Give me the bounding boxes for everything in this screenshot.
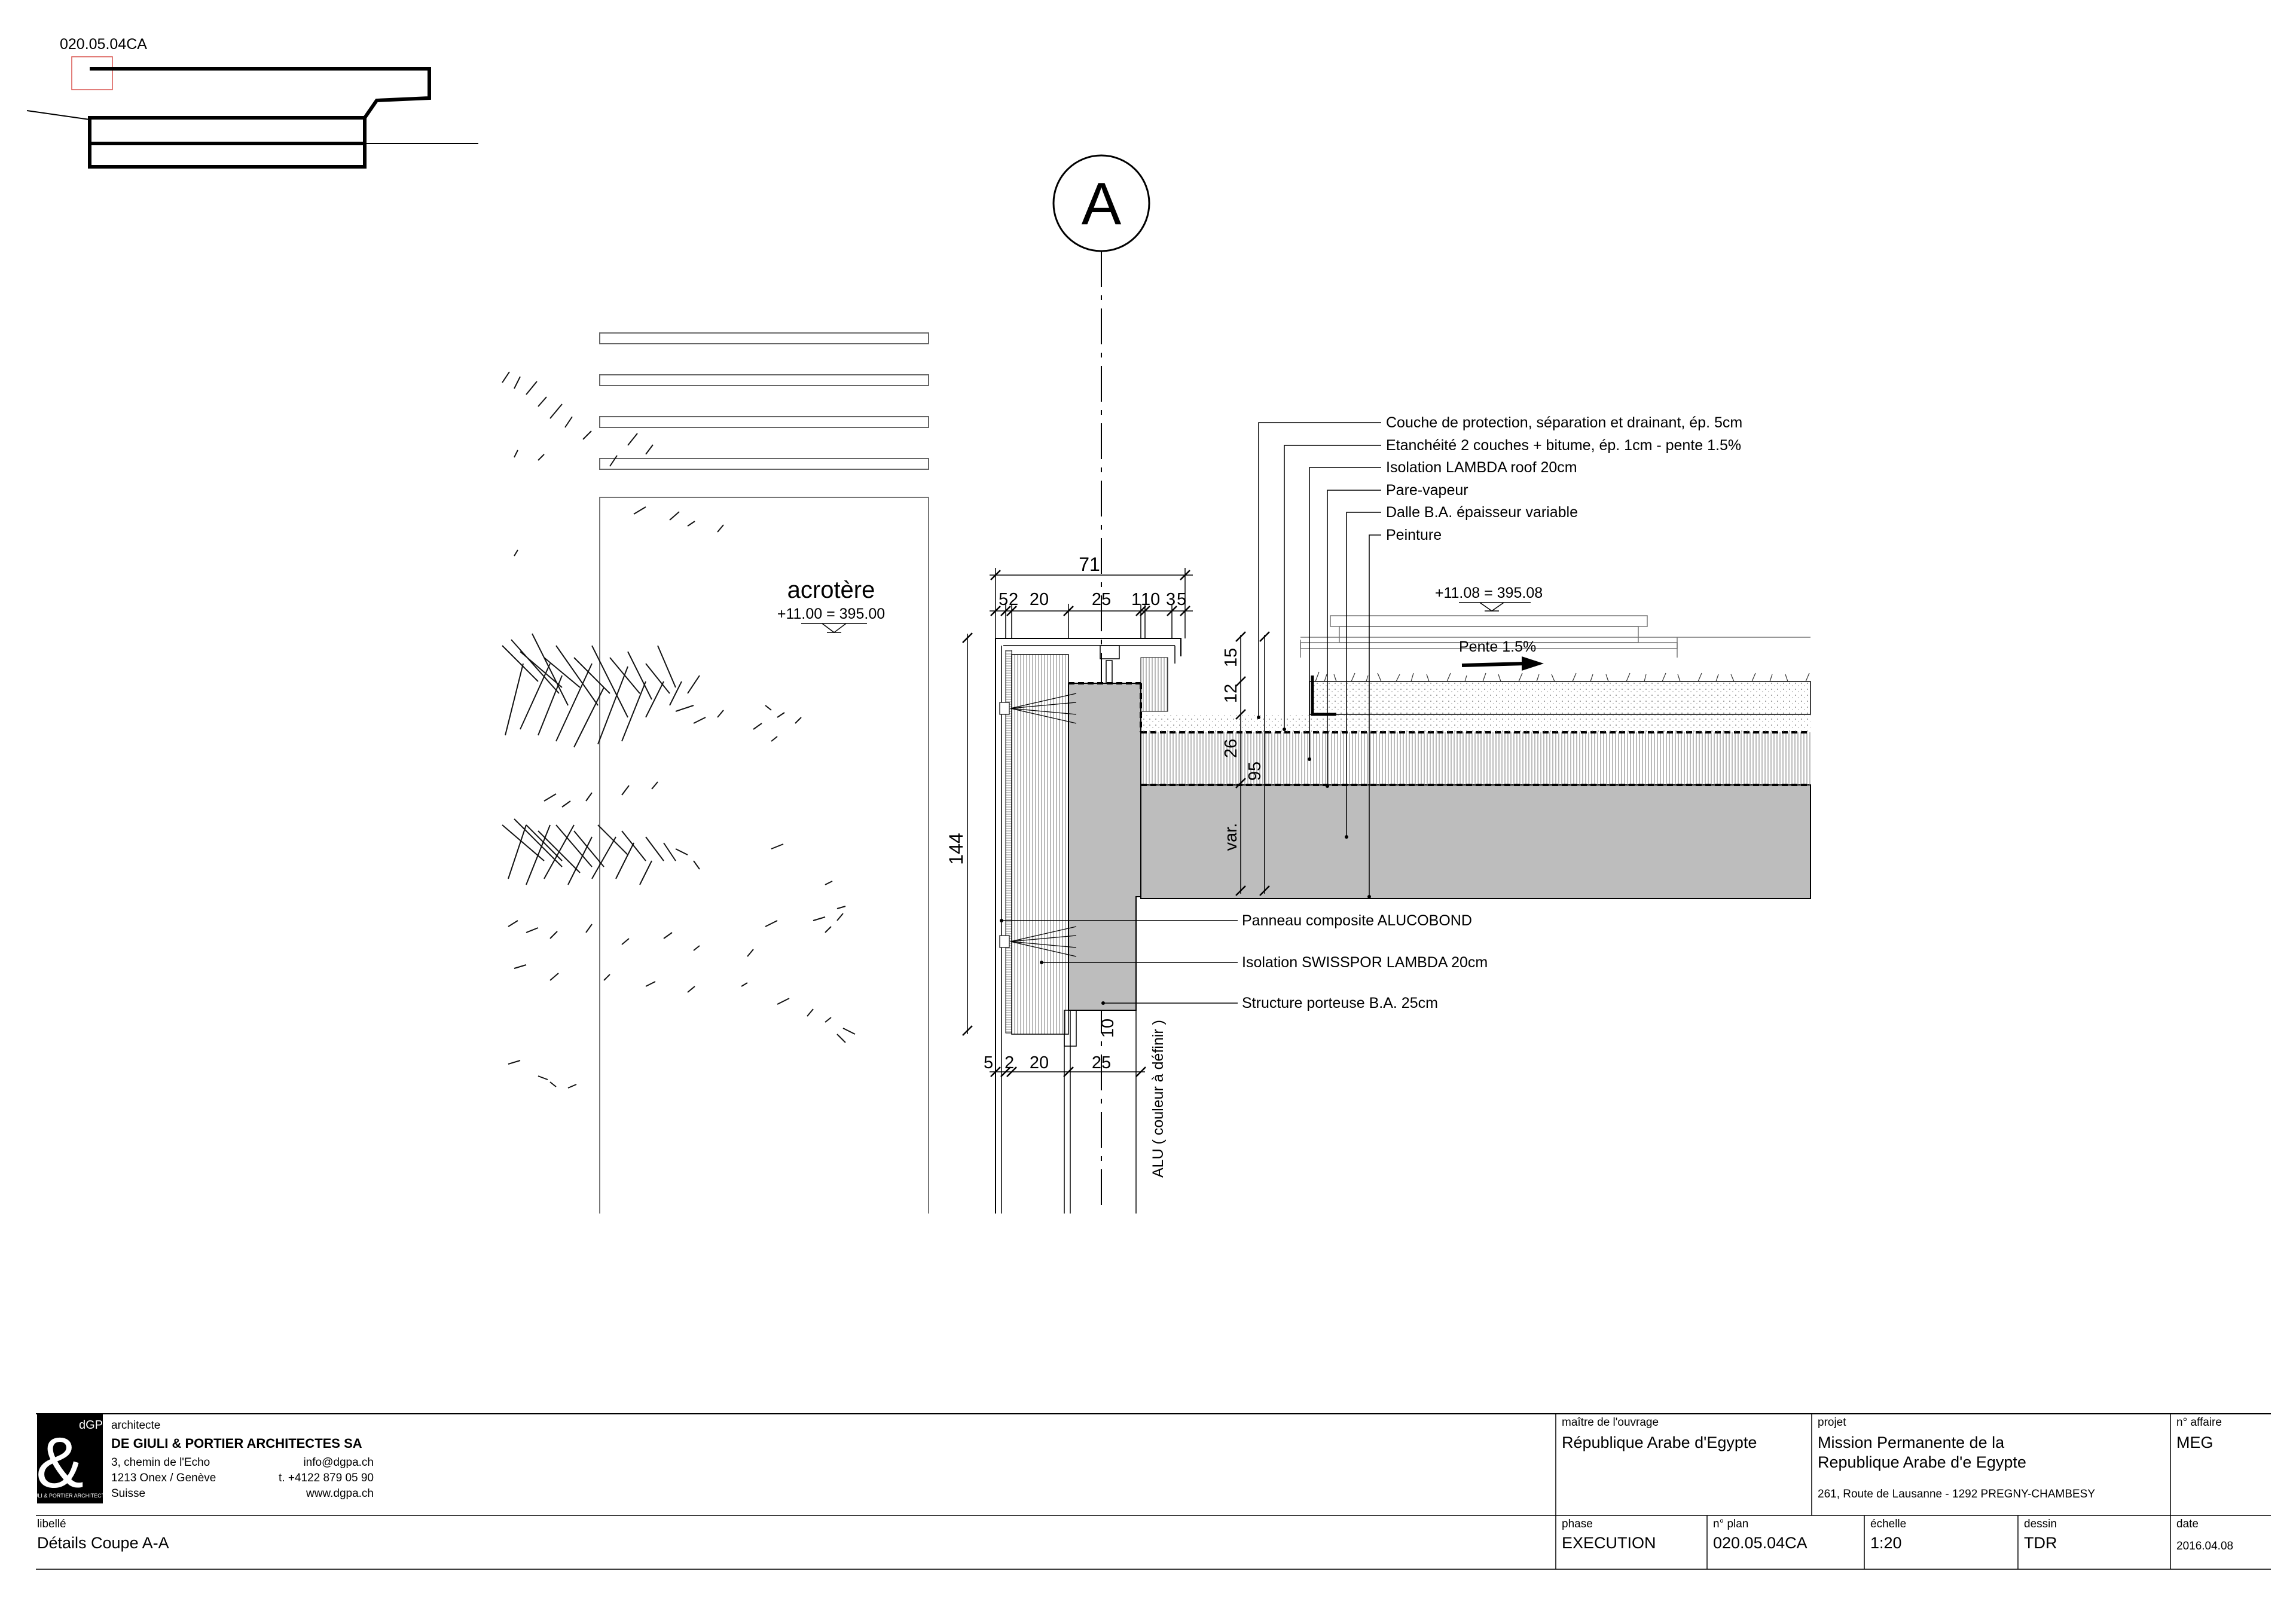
contact-phone: t. +4122 879 05 90 <box>279 1472 374 1484</box>
project-line-2: Republique Arabe d'e Egypte <box>1818 1453 2026 1471</box>
dim-bottom-3: 20 <box>1030 1053 1049 1072</box>
wall-label-2: Isolation SWISSPOR LAMBDA 20cm <box>1242 954 1488 971</box>
wall-section <box>995 638 1181 1214</box>
contact-email: info@dgpa.ch <box>303 1456 374 1469</box>
drawn-value: TDR <box>2024 1534 2057 1552</box>
layer-label-4: Pare-vapeur <box>1386 482 1468 499</box>
facade-elevation <box>502 332 929 1214</box>
layer-label-5: Dalle B.A. épaisseur variable <box>1386 504 1578 521</box>
tree-sketch <box>502 371 856 1089</box>
layer-leader-dots <box>1257 716 1371 898</box>
scale-value: 1:20 <box>1870 1534 1902 1552</box>
coping-bracket <box>1100 645 1120 659</box>
slope-arrow-icon <box>1461 656 1544 671</box>
scale-label: échelle <box>1870 1518 1906 1530</box>
date-label: date <box>2176 1518 2199 1530</box>
date-value: 2016.04.08 <box>2176 1540 2233 1552</box>
phase-value: EXECUTION <box>1562 1534 1656 1552</box>
drawn-label: dessin <box>2024 1518 2057 1530</box>
key-plan-marker <box>71 56 113 90</box>
upstand-flashing <box>1311 676 1336 716</box>
dim-12: 12 <box>1222 684 1241 703</box>
logo-footer: DE GIULI & PORTIER ARCHITECTES SA <box>19 1493 120 1499</box>
roof-slab <box>1140 784 1811 899</box>
phase-label: phase <box>1562 1518 1593 1530</box>
layer-label-1: Couche de protection, séparation et drai… <box>1386 414 1742 431</box>
slope-label: Pente 1.5% <box>1459 638 1536 655</box>
dim-height: 144 <box>945 833 967 864</box>
logo-glyph: & <box>36 1423 84 1503</box>
libelle-value: Détails Coupe A-A <box>37 1534 169 1552</box>
wall-label-1: Panneau composite ALUCOBOND <box>1242 912 1472 929</box>
roof-level: +11.08 = 395.08 <box>1435 585 1543 601</box>
acrotere-label: acrotère <box>787 577 875 603</box>
dimension-texts: 71 5 2 20 25 1 10 3 5 5 2 20 25 144 15 1… <box>945 554 1265 1072</box>
dimension-ticks <box>962 570 1270 1077</box>
dim-15: 15 <box>1222 648 1241 667</box>
acrotere-level-mark <box>801 623 867 633</box>
plan-label: n° plan <box>1713 1518 1748 1530</box>
address-3: Suisse <box>111 1487 145 1500</box>
dim-bottom-1: 5 <box>984 1053 993 1072</box>
alu-note: ALU ( couleur à définir ) <box>1150 1020 1167 1178</box>
address-2: 1213 Onex / Genève <box>111 1472 216 1484</box>
plan-value: 020.05.04CA <box>1713 1534 1808 1552</box>
affaire-value: MEG <box>2176 1434 2213 1451</box>
wall-label-3: Structure porteuse B.A. 25cm <box>1242 995 1438 1011</box>
dim-95: 95 <box>1245 762 1265 781</box>
section-marker-letter: A <box>1082 170 1122 237</box>
owner-value: République Arabe d'Egypte <box>1562 1434 1757 1451</box>
roof-gravel <box>1309 681 1811 715</box>
roof-protection-layer <box>1141 714 1810 732</box>
libelle-label: libellé <box>37 1518 66 1530</box>
dim-bottom-2: 2 <box>1004 1053 1014 1072</box>
layer-label-3: Isolation LAMBDA roof 20cm <box>1386 459 1577 476</box>
contact-web: www.dgpa.ch <box>306 1487 374 1500</box>
roof-insulation <box>1141 732 1810 785</box>
logo-small: dGPa <box>79 1419 110 1432</box>
dim-top-4: 25 <box>1092 590 1111 609</box>
dim-total-top: 71 <box>1079 554 1100 575</box>
title-block: dGPa & DE GIULI & PORTIER ARCHITECTES SA… <box>19 1413 2271 1570</box>
acrotere-level: +11.00 = 395.00 <box>777 606 885 622</box>
dim-top-3: 20 <box>1030 590 1049 609</box>
dim-top-7: 3 <box>1166 590 1176 609</box>
layer-label-6: Peinture <box>1386 527 1442 543</box>
project-address: 261, Route de Lausanne - 1292 PREGNY-CHA… <box>1818 1488 2095 1500</box>
dim-top-8: 5 <box>1177 590 1186 609</box>
dim-top-1: 5 <box>999 590 1008 609</box>
project-label: projet <box>1818 1416 1846 1429</box>
roof-section <box>1140 615 1811 899</box>
dim-bottom-4: 25 <box>1092 1053 1111 1072</box>
project-line-1: Mission Permanente de la <box>1818 1434 2005 1451</box>
concrete-wall <box>1068 683 1141 1011</box>
address-1: 3, chemin de l'Echo <box>111 1456 210 1469</box>
roof-level-mark <box>1459 602 1531 612</box>
key-plan-outline <box>90 67 431 120</box>
key-plan-ref: 020.05.04CA <box>60 36 147 53</box>
affaire-label: n° affaire <box>2176 1416 2222 1429</box>
dim-top-5: 1 <box>1131 590 1141 609</box>
dim-top-2: 2 <box>1009 590 1018 609</box>
dim-var: var. <box>1222 823 1241 851</box>
architect-label: architecte <box>111 1419 160 1432</box>
firm-logo: dGPa & DE GIULI & PORTIER ARCHITECTES SA <box>19 1414 121 1503</box>
wall-insulation <box>1011 654 1069 1035</box>
owner-label: maître de l'ouvrage <box>1562 1416 1659 1429</box>
vegetation <box>1315 671 1810 682</box>
firm-name: DE GIULI & PORTIER ARCHITECTES SA <box>111 1436 362 1451</box>
dim-10: 10 <box>1098 1019 1118 1038</box>
key-plan: 020.05.04CA <box>26 36 478 169</box>
layer-label-2: Etanchéité 2 couches + bitume, ép. 1cm -… <box>1386 437 1741 454</box>
dim-26: 26 <box>1222 739 1241 758</box>
dim-top-6: 10 <box>1141 590 1160 609</box>
layer-leaders <box>1258 422 1381 897</box>
dimension-lines <box>967 568 1265 1072</box>
wall-leaders <box>1002 920 1238 1004</box>
